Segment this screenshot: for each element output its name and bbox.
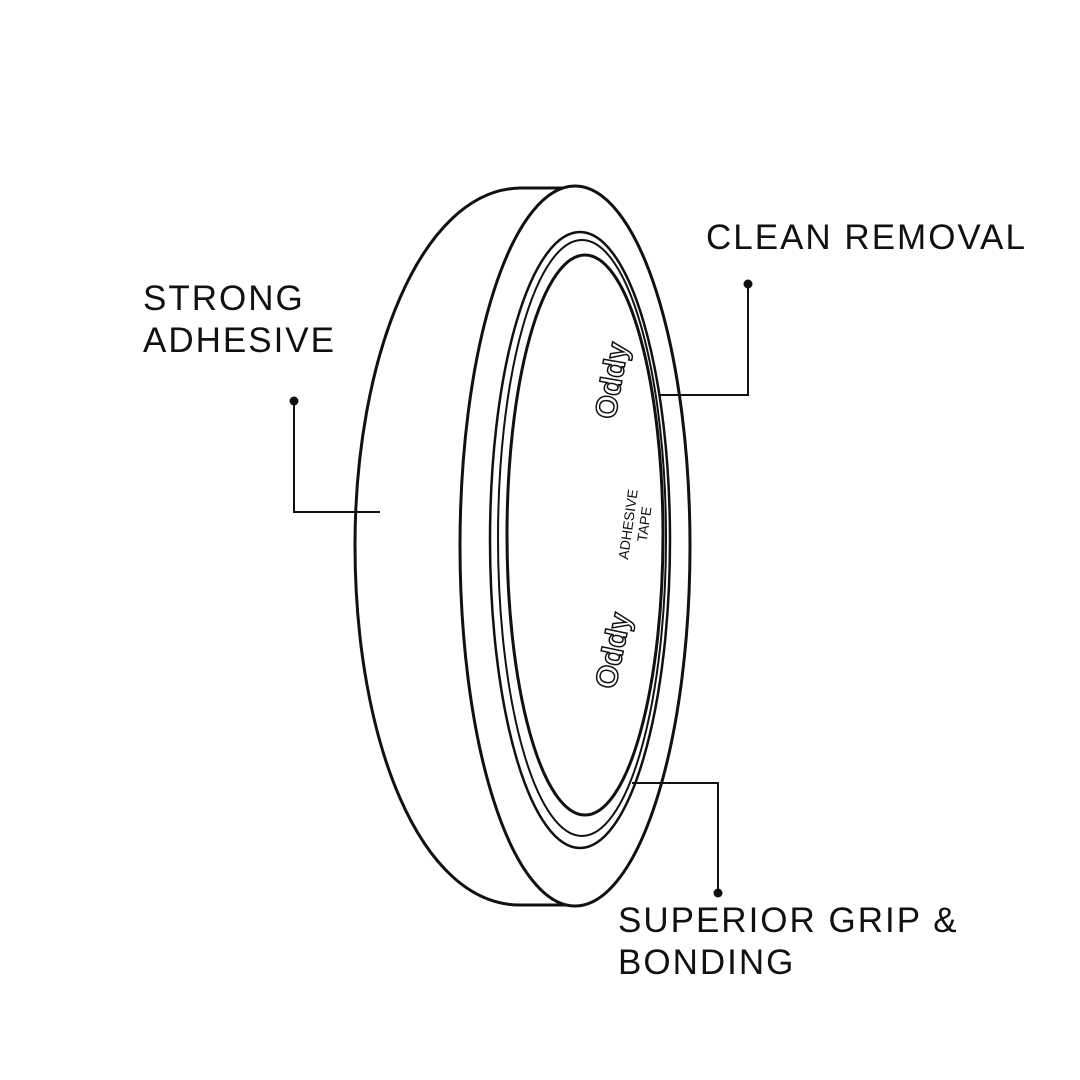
callout-dot-clean-removal [743,279,753,289]
callout-strong-adhesive: STRONG ADHESIVE [143,278,336,362]
callout-line-strong-adhesive [293,401,380,513]
callout-clean-removal-line1: CLEAN REMOVAL [706,218,1027,257]
tape-product-print-2: TAPE [634,505,655,542]
callout-strong-adhesive-line2: ADHESIVE [143,321,336,360]
callout-dot-strong-adhesive [289,396,299,406]
tape-hole [505,253,665,817]
callout-superior-grip-line1: SUPERIOR GRIP & [618,901,959,940]
callout-superior-grip: SUPERIOR GRIP & BONDING [618,900,959,984]
callout-line-superior-grip [632,782,719,893]
callout-clean-removal: CLEAN REMOVAL [706,217,1027,259]
callout-superior-grip-line2: BONDING [618,943,796,982]
callout-line-clean-removal [660,284,749,396]
callout-strong-adhesive-line1: STRONG [143,279,305,318]
callout-dot-superior-grip [713,888,723,898]
